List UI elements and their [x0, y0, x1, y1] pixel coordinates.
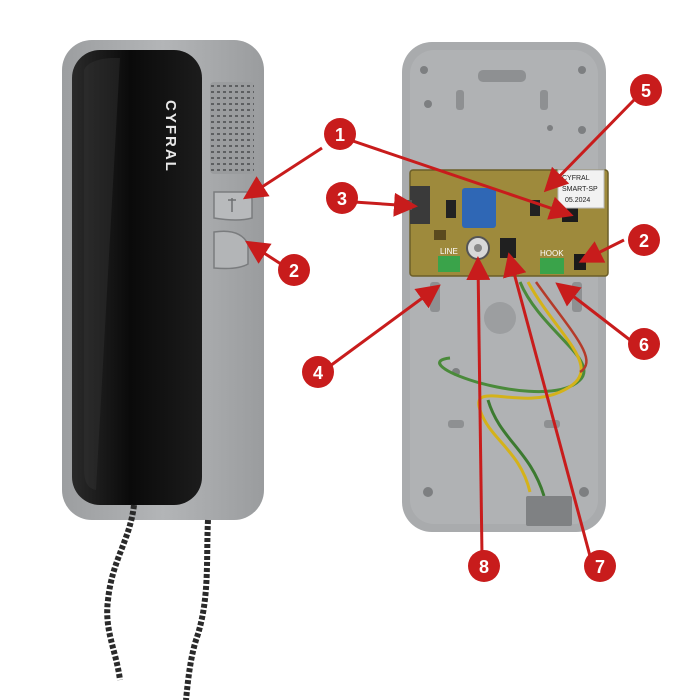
wire-connector	[526, 496, 572, 526]
sticker-date: 05.2024	[565, 197, 590, 204]
callout-2-back: 2	[628, 224, 660, 256]
callout-8: 8	[468, 550, 500, 582]
callout-3: 3	[326, 182, 358, 214]
wire-green	[438, 281, 586, 393]
svg-text:2: 2	[639, 231, 649, 251]
callout-6: 6	[628, 328, 660, 360]
svg-text:6: 6	[639, 335, 649, 355]
intercom-front: CYFRAL	[62, 40, 264, 700]
svg-text:3: 3	[337, 189, 347, 209]
intercom-back: LINE HOOK CYFRAL SMART-SP 05.2024	[402, 42, 609, 532]
wire-yellow	[477, 281, 583, 493]
key-icon	[228, 198, 236, 212]
handset	[72, 50, 202, 505]
line-terminal	[438, 256, 460, 272]
svg-text:2: 2	[289, 261, 299, 281]
svg-text:8: 8	[479, 557, 489, 577]
hook-label: HOOK	[540, 249, 564, 258]
line-cord	[183, 519, 211, 700]
speaker-grille	[210, 82, 254, 174]
handset-cord	[104, 504, 137, 681]
mode-switch	[410, 186, 430, 224]
hook-jumper	[574, 254, 586, 270]
svg-text:4: 4	[313, 363, 323, 383]
callout-arrows	[242, 98, 636, 557]
brand-logo: CYFRAL	[162, 100, 179, 173]
svg-text:7: 7	[595, 557, 605, 577]
wire-red	[534, 281, 588, 374]
hook-button	[213, 230, 249, 270]
sticker-brand: CYFRAL	[562, 175, 590, 182]
sticker-model: SMART-SP	[562, 186, 598, 193]
callout-5: 5	[630, 74, 662, 106]
line-label: LINE	[440, 247, 458, 256]
svg-text:1: 1	[335, 125, 345, 145]
hook-terminal	[540, 258, 564, 274]
callout-7: 7	[584, 550, 616, 582]
callout-1: 1	[324, 118, 356, 150]
blue-relay	[462, 188, 496, 228]
door-button	[213, 191, 253, 221]
callout-4: 4	[302, 356, 334, 388]
callout-2-front: 2	[278, 254, 310, 286]
svg-text:5: 5	[641, 81, 651, 101]
